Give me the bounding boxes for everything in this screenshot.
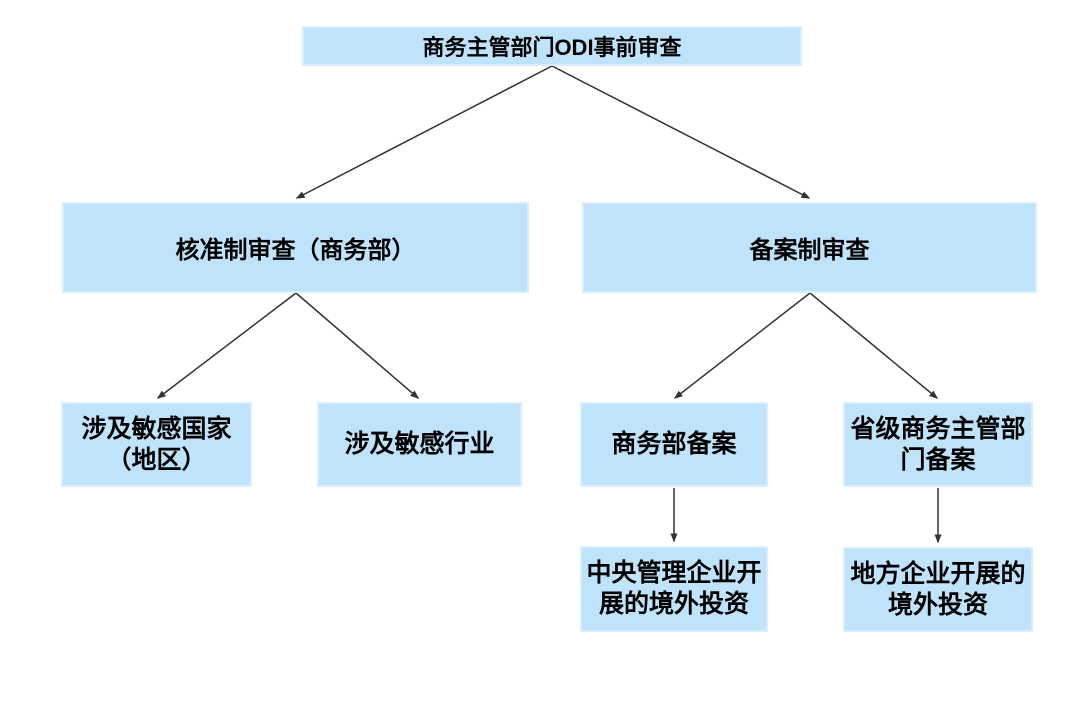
node-sensitive-industry: 涉及敏感行业: [317, 402, 522, 487]
node-label: 省级商务主管部 门备案: [850, 414, 1026, 474]
node-label: 备案制审查: [749, 237, 870, 264]
node-label: 涉及敏感国家 （地区）: [81, 414, 232, 474]
edge-approval-sensitive-country: [156, 292, 297, 399]
node-provincial-filing: 省级商务主管部 门备案: [843, 402, 1033, 487]
node-label: 核准制审查（商务部）: [175, 237, 416, 264]
node-label: 商务主管部门ODI事前审查: [422, 35, 682, 60]
node-root-odi-pre-review: 商务主管部门ODI事前审查: [302, 26, 802, 66]
node-filing-review: 备案制审查: [582, 202, 1037, 293]
node-label: 中央管理企业开 展的境外投资: [586, 559, 762, 618]
node-approval-review: 核准制审查（商务部）: [62, 202, 529, 293]
node-label: 涉及敏感行业: [344, 430, 495, 458]
edge-approval-sensitive-industry: [295, 292, 420, 399]
node-local-enterprise-investment: 地方企业开展的 境外投资: [843, 547, 1033, 632]
edge-filing-provincial: [809, 292, 939, 399]
edge-filing-mofcom: [673, 292, 811, 399]
node-mofcom-filing: 商务部备案: [580, 402, 768, 487]
node-sensitive-country: 涉及敏感国家 （地区）: [61, 402, 252, 487]
node-label: 商务部备案: [611, 430, 737, 458]
node-label: 地方企业开展的 境外投资: [850, 559, 1026, 619]
edge-root-approval: [295, 65, 553, 199]
node-central-soe-investment: 中央管理企业开 展的境外投资: [580, 546, 768, 632]
edge-root-filing: [551, 65, 811, 199]
